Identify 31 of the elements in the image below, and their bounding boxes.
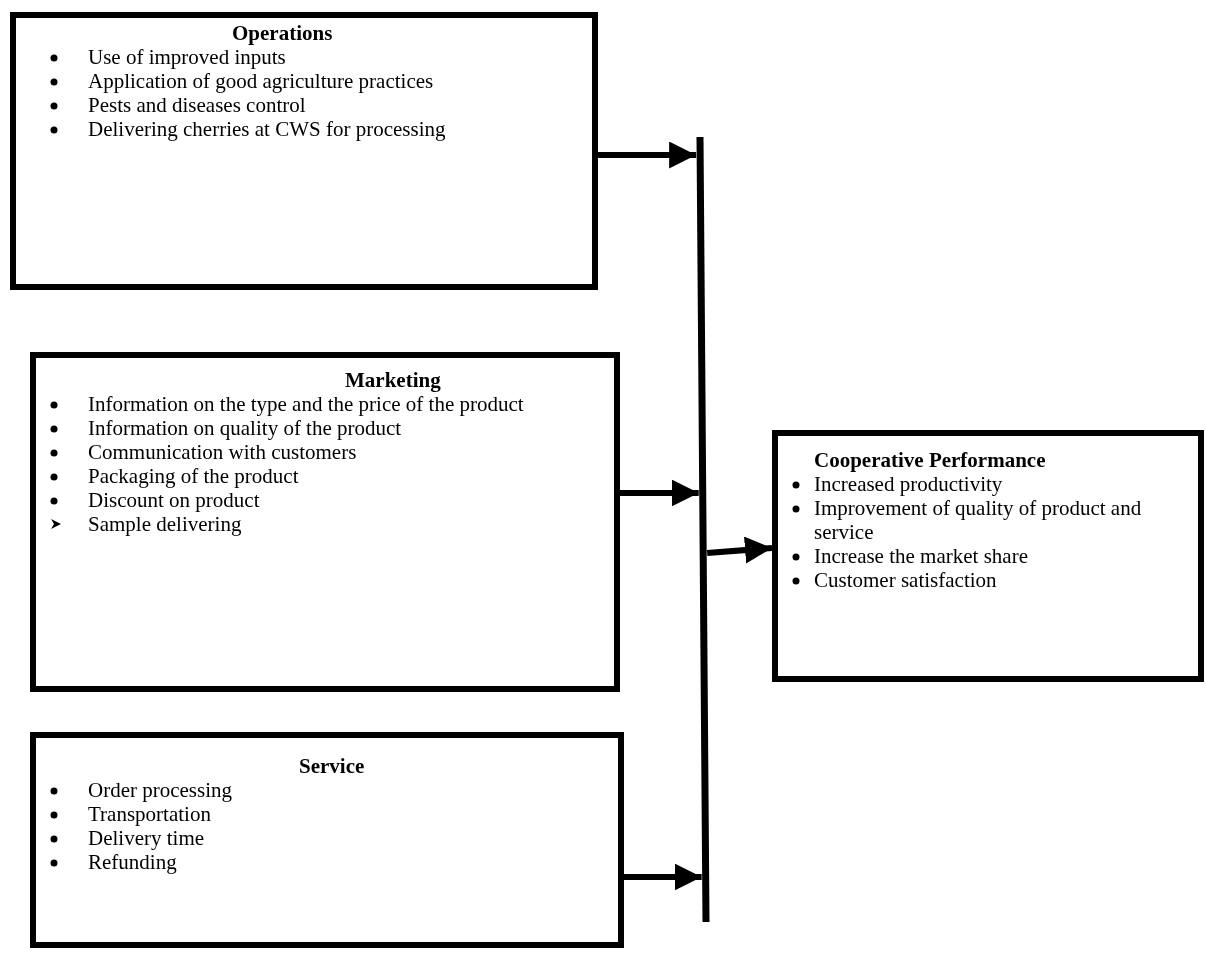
list-item: Application of good agriculture practices xyxy=(88,69,435,93)
list-item: Improvement of quality of product and service xyxy=(814,496,1143,544)
list-item: Sample delivering xyxy=(88,512,243,536)
arrow xyxy=(620,479,699,507)
list-item: Information on quality of the product xyxy=(88,416,403,440)
list-item: Increase the market share xyxy=(814,544,1029,568)
vertical-bar xyxy=(696,136,710,923)
list-item: Communication with customers xyxy=(88,440,358,464)
box-heading: Cooperative Performance xyxy=(814,448,1046,472)
list-item: Customer satisfaction xyxy=(814,568,998,592)
arrow xyxy=(598,141,697,169)
list-item: Information on the type and the price of the product xyxy=(88,392,525,416)
list-item: Use of improved inputs xyxy=(88,45,287,69)
text-box xyxy=(30,732,624,948)
list-item: Discount on product xyxy=(88,488,261,512)
arrow xyxy=(624,863,702,891)
list-item: Transportation xyxy=(88,802,212,826)
box-heading: Marketing xyxy=(345,368,441,392)
text-box xyxy=(10,12,598,290)
list-item: Delivering cherries at CWS for processing xyxy=(88,117,447,141)
list-item: Pests and diseases control xyxy=(88,93,307,117)
list-item: Order processing xyxy=(88,778,234,802)
list-item: Delivery time xyxy=(88,826,206,850)
list-item: Packaging of the product xyxy=(88,464,300,488)
list-item: Increased productivity xyxy=(814,472,1004,496)
text-box xyxy=(772,430,1204,682)
arrow xyxy=(706,536,773,564)
text-box xyxy=(30,352,620,692)
box-heading: Operations xyxy=(232,21,333,45)
box-heading: Service xyxy=(299,754,365,778)
list-item: Refunding xyxy=(88,850,178,874)
